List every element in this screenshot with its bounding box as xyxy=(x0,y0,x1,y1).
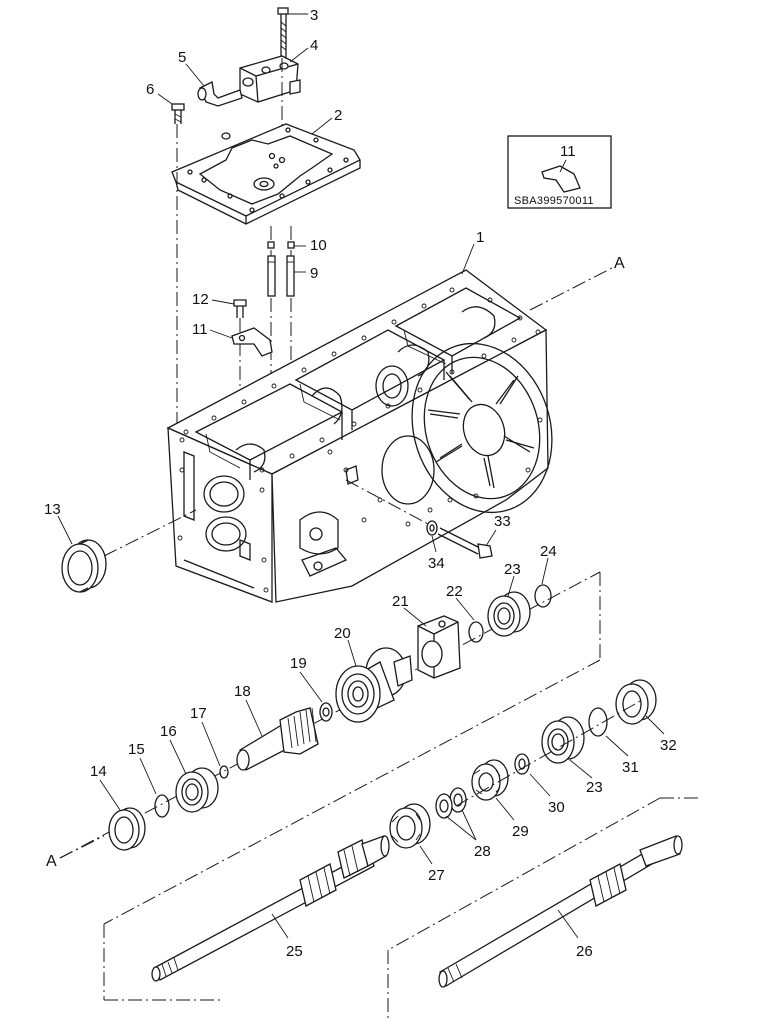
label-part-1: 1 xyxy=(476,229,484,246)
label-part-18: 18 xyxy=(234,683,251,700)
label-part-23-upper: 23 xyxy=(504,561,521,578)
label-part-32: 32 xyxy=(660,737,677,754)
transmission-housing-1 xyxy=(166,269,553,603)
bearing-23-upper xyxy=(487,591,531,637)
label-part-19: 19 xyxy=(290,655,307,672)
collars-28 xyxy=(435,787,467,819)
label-part-9: 9 xyxy=(310,265,318,282)
label-part-27: 27 xyxy=(428,867,445,884)
pins-9-10 xyxy=(267,241,295,297)
seal-32 xyxy=(615,679,657,725)
label-part-13: 13 xyxy=(44,501,61,518)
circlip-15 xyxy=(154,794,170,818)
label-part-14: 14 xyxy=(90,763,107,780)
circlip-24 xyxy=(534,584,552,608)
shaft-25 xyxy=(151,835,390,982)
label-part-6: 6 xyxy=(146,81,154,98)
label-part-23-lower: 23 xyxy=(586,779,603,796)
section-mark-a-bottom: A xyxy=(46,853,57,870)
circlip-31 xyxy=(588,707,608,737)
label-part-28: 28 xyxy=(474,843,491,860)
label-part-29: 29 xyxy=(512,823,529,840)
label-part-2: 2 xyxy=(334,107,342,124)
bolt-12 xyxy=(233,299,247,318)
seal-13 xyxy=(61,539,107,593)
gear-27 xyxy=(389,803,431,849)
clutch-hub-20 xyxy=(335,647,413,723)
valve-block-4 xyxy=(239,55,301,103)
inset-part-number: 11 xyxy=(560,143,576,160)
washer-30 xyxy=(514,753,530,775)
inset-code: SBA399570011 xyxy=(514,195,594,207)
label-part-22: 22 xyxy=(446,583,463,600)
label-part-16: 16 xyxy=(160,723,177,740)
snap-ring-22 xyxy=(468,621,484,643)
label-part-10: 10 xyxy=(310,237,327,254)
washer-19 xyxy=(319,702,333,722)
shaft-26 xyxy=(438,835,683,988)
gear-29 xyxy=(471,759,509,801)
inset-box xyxy=(507,135,612,209)
shaft-18 xyxy=(236,707,319,771)
label-part-33: 33 xyxy=(494,513,511,530)
cover-plate-2 xyxy=(171,123,361,225)
bolt-3 xyxy=(277,7,289,58)
bolt-33 xyxy=(437,527,493,559)
label-part-15: 15 xyxy=(128,741,145,758)
label-part-17: 17 xyxy=(190,705,207,722)
label-part-24: 24 xyxy=(540,543,557,560)
label-part-30: 30 xyxy=(548,799,565,816)
label-part-12: 12 xyxy=(192,291,209,308)
elbow-fitting-5 xyxy=(197,81,243,107)
washer-34 xyxy=(426,520,438,536)
label-part-31: 31 xyxy=(622,759,639,776)
label-part-26: 26 xyxy=(576,943,593,960)
label-part-21: 21 xyxy=(392,593,409,610)
label-part-5: 5 xyxy=(178,49,186,66)
bearing-16 xyxy=(175,767,219,813)
label-part-20: 20 xyxy=(334,625,351,642)
label-part-34: 34 xyxy=(428,555,445,572)
label-part-25: 25 xyxy=(286,943,303,960)
label-part-11: 11 xyxy=(192,321,208,338)
bearing-23-lower xyxy=(541,716,585,764)
seal-14 xyxy=(108,807,146,851)
bearing-housing-21 xyxy=(417,615,461,679)
section-mark-a-top: A xyxy=(614,255,625,272)
bolt-6 xyxy=(171,103,185,124)
callout-leaders xyxy=(57,13,665,939)
bracket-11 xyxy=(231,327,273,357)
label-part-4: 4 xyxy=(310,37,318,54)
label-part-3: 3 xyxy=(310,7,318,24)
ring-17 xyxy=(219,765,229,779)
